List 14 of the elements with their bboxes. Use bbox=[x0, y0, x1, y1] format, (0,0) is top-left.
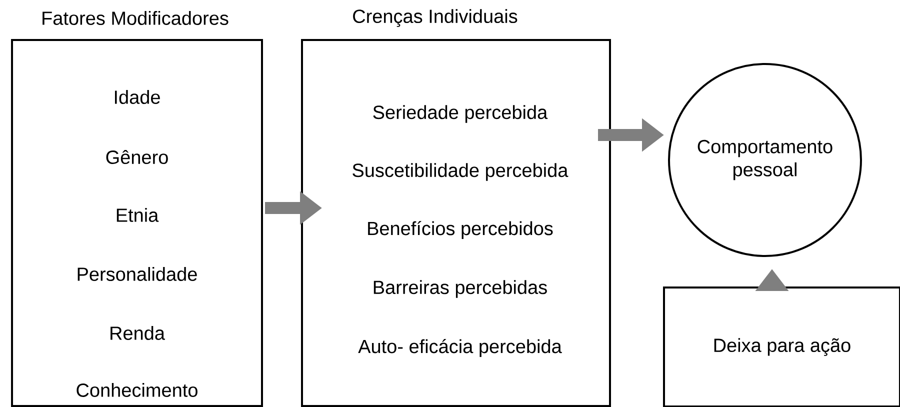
item-label: Suscetibilidade percebida bbox=[352, 163, 568, 181]
item-label: Auto- eficácia percebida bbox=[358, 339, 562, 357]
item-label: Conhecimento bbox=[76, 383, 198, 397]
heading: Fatores Modificadores bbox=[42, 11, 228, 25]
item-label: Etnia bbox=[116, 208, 159, 222]
item-label: Gênero bbox=[106, 150, 168, 164]
item-label: Personalidade bbox=[78, 267, 197, 281]
item-label: Idade bbox=[115, 90, 160, 104]
item-label: Renda bbox=[110, 326, 165, 340]
item-label: Benefícios percebidos bbox=[368, 221, 553, 239]
heading: Crenças Individuais bbox=[353, 9, 518, 27]
box: Deixa para ação bbox=[663, 286, 900, 407]
item-label: Barreiras percebidas bbox=[374, 280, 547, 298]
item-label: Seriedade percebida bbox=[373, 105, 548, 123]
